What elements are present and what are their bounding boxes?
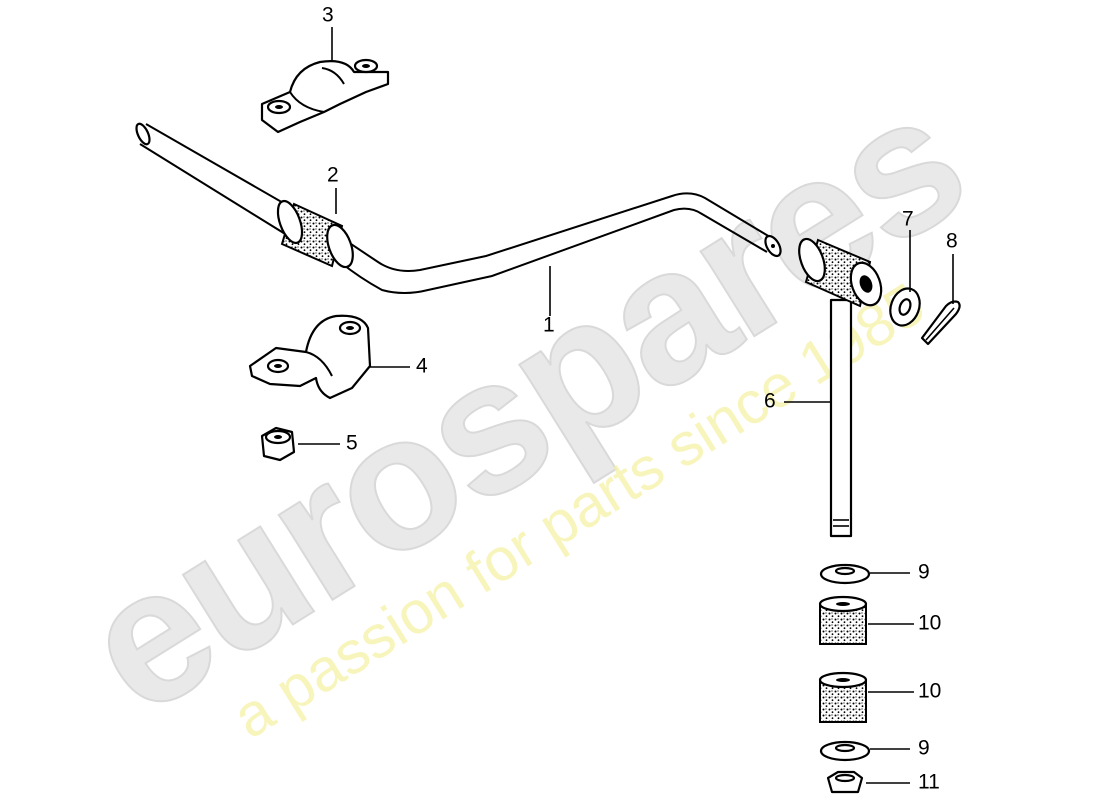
callout-3: 3 (322, 4, 334, 27)
rubber-bushing-10-top (818, 595, 868, 645)
washer-9-bottom (819, 740, 871, 762)
lower-clamp (248, 314, 372, 400)
cotter-pin-part (920, 300, 961, 346)
stabilizer-bar (135, 122, 782, 294)
callout-6: 6 (764, 390, 776, 413)
callout-2: 2 (327, 164, 339, 187)
callout-11: 11 (918, 771, 940, 794)
callout-5: 5 (346, 432, 358, 455)
callout-10-top: 10 (918, 612, 941, 635)
bar-bushing (276, 199, 354, 269)
nut-11 (826, 770, 864, 794)
callout-8: 8 (946, 230, 958, 253)
callout-7: 7 (902, 208, 914, 231)
callout-4: 4 (416, 355, 428, 378)
callout-9-bottom: 9 (918, 737, 930, 760)
upper-clamp (260, 58, 390, 134)
callout-labels: 3 2 1 4 5 6 7 8 9 10 10 9 11 (322, 4, 958, 794)
rubber-bushing-10-bottom (818, 671, 868, 723)
callout-1: 1 (543, 314, 555, 337)
washer-9-top (819, 563, 871, 585)
washer-7 (889, 287, 921, 327)
callout-10-bottom: 10 (918, 680, 941, 703)
leader-lines (298, 27, 954, 784)
link-rod-part (798, 237, 883, 538)
callout-9-top: 9 (918, 561, 930, 584)
lock-nut-part (260, 426, 296, 462)
